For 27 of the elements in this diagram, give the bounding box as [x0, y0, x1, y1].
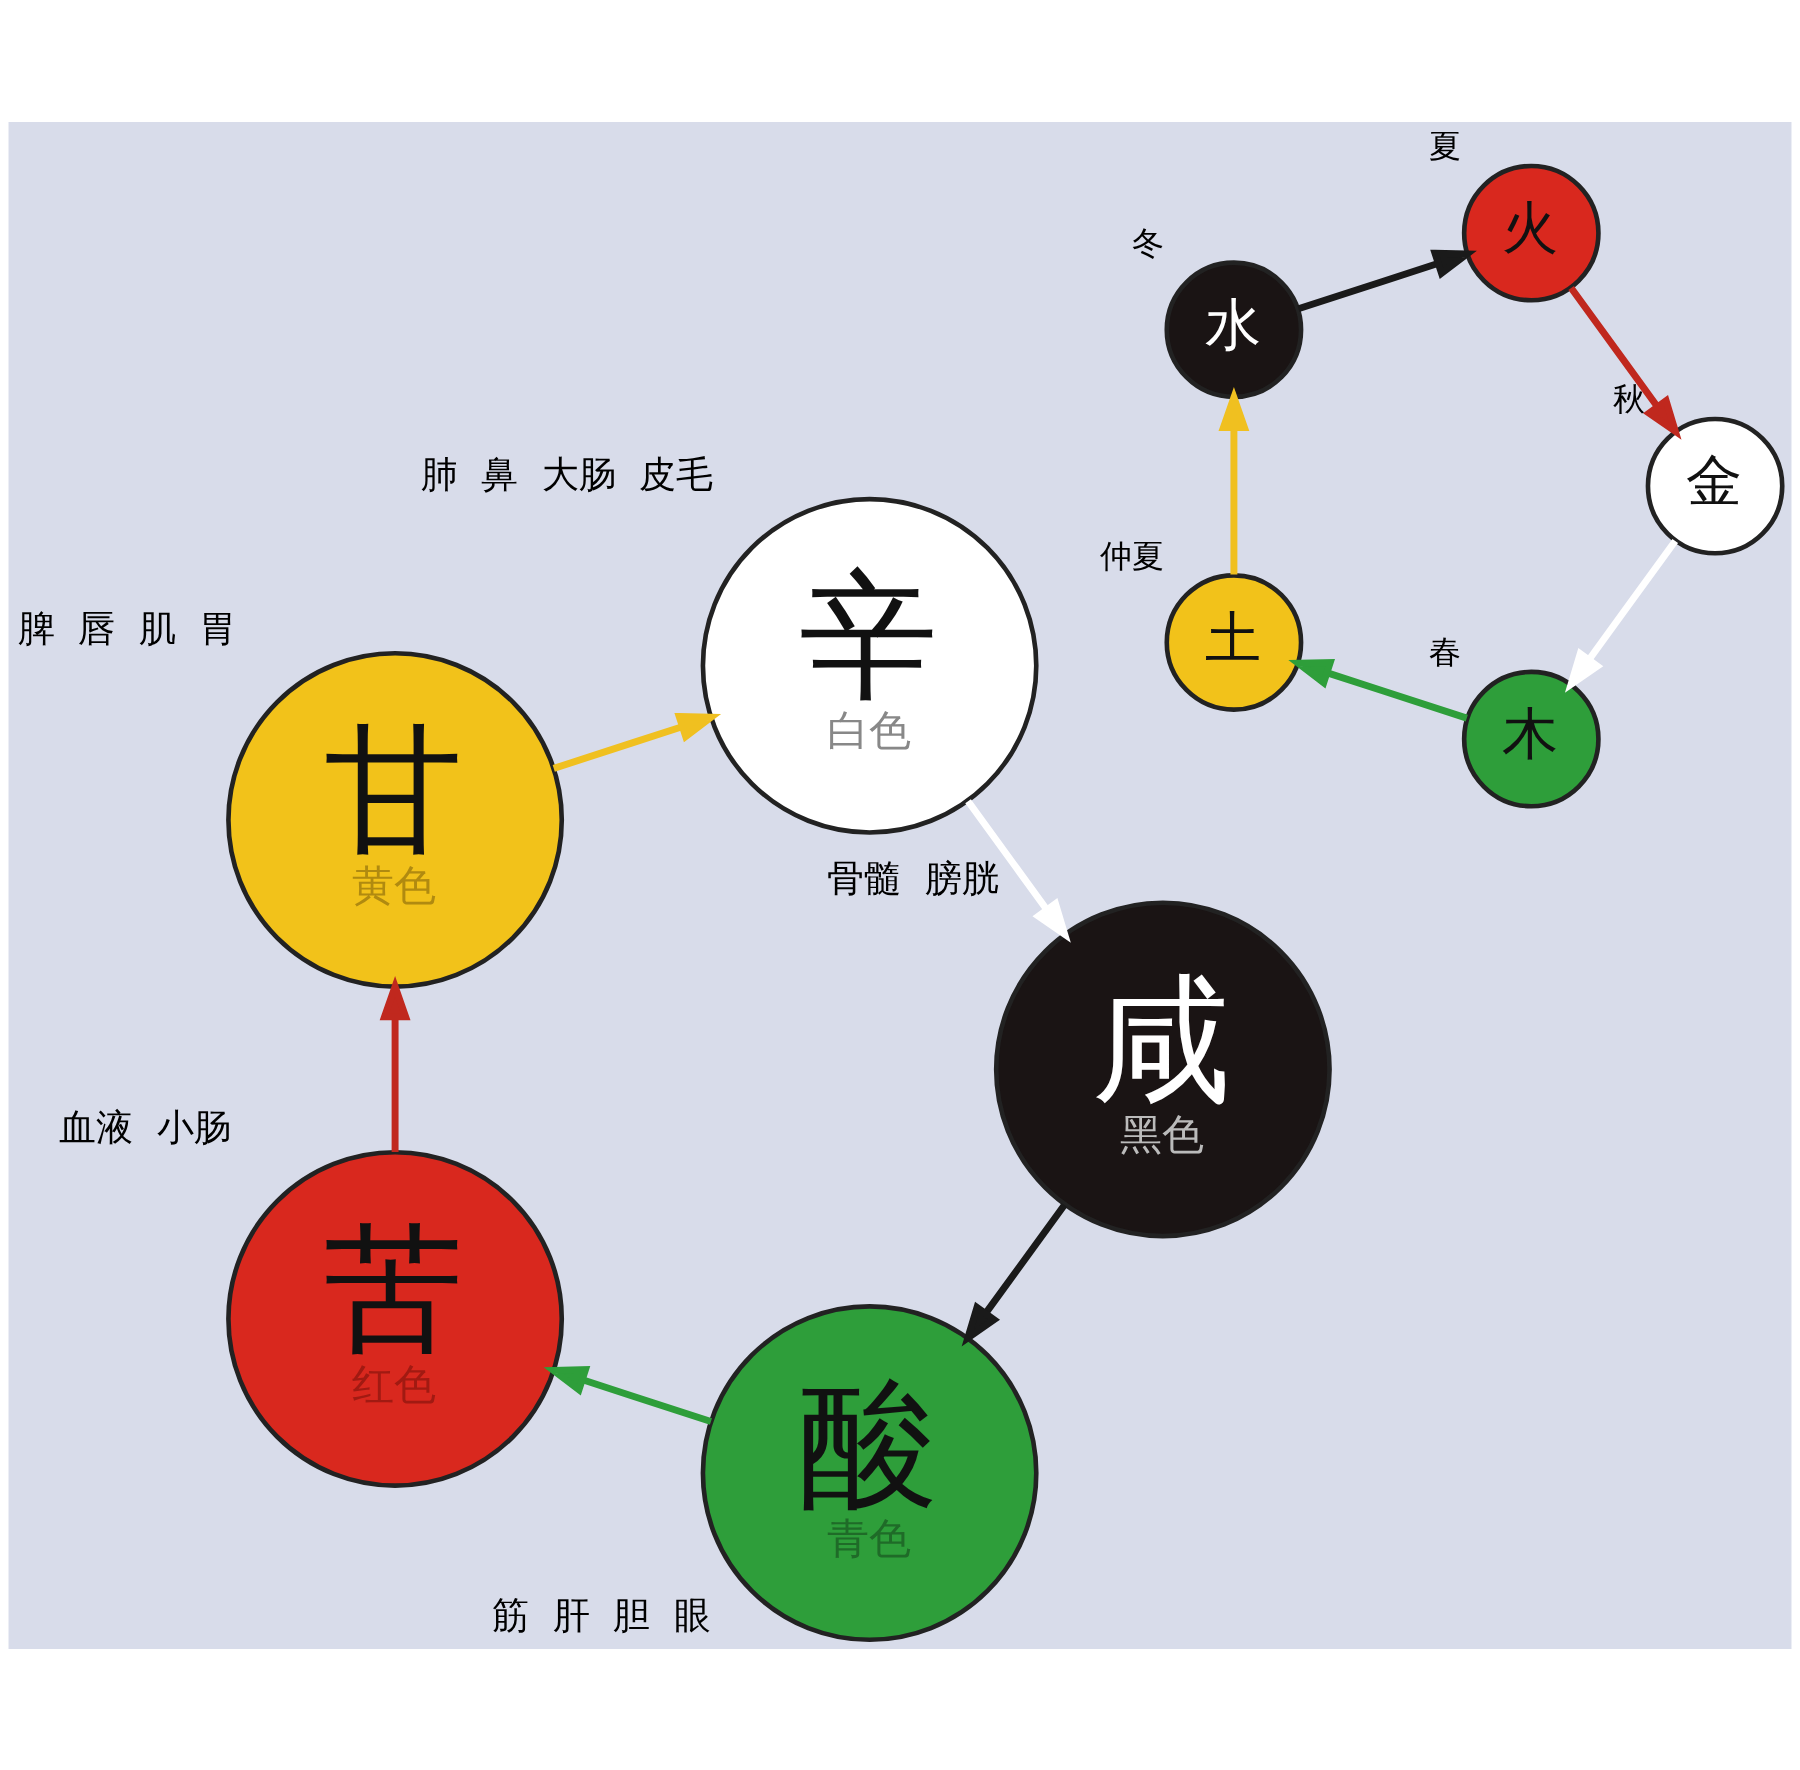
- arrow: [543, 1365, 712, 1425]
- node-label: 脾 唇 肌 胃: [17, 606, 237, 650]
- node-circle: 金: [1645, 416, 1785, 556]
- node-circle: 辛 白色: [700, 496, 1039, 835]
- node-label: 春: [1429, 632, 1462, 671]
- arrow: [1564, 538, 1678, 693]
- node-circle: 苦 红色: [226, 1149, 565, 1488]
- node-label: 冬: [1132, 223, 1165, 262]
- node-circle: 火: [1461, 163, 1601, 303]
- arrow: [965, 798, 1071, 943]
- node-circle: 水: [1164, 259, 1304, 399]
- node-circle: 甘 黄色: [226, 650, 565, 989]
- node-label: 血液 小肠: [59, 1105, 231, 1149]
- arrow: [1297, 249, 1477, 312]
- node-label: 秋: [1613, 379, 1646, 418]
- arrow: [961, 1202, 1068, 1346]
- node-label: 夏: [1429, 126, 1462, 165]
- arrow: [1288, 658, 1468, 721]
- arrow: [552, 712, 722, 772]
- arrow: [1218, 386, 1250, 575]
- arrow: [379, 975, 411, 1152]
- node-circle: 土: [1164, 572, 1304, 712]
- arrow: [1568, 285, 1682, 440]
- node-label: 骨髓 膀胱: [827, 856, 999, 900]
- node-label: 仲夏: [1099, 536, 1164, 575]
- node-label: 肺 鼻 大肠 皮毛: [420, 452, 714, 496]
- node-circle: 木: [1461, 669, 1601, 808]
